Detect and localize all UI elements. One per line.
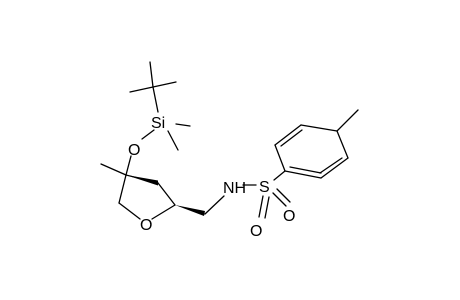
bond-ring-inner-1 (280, 129, 303, 147)
atom-si-label: Si (151, 115, 165, 132)
bond-ring-2 (274, 124, 302, 146)
atom-s-label: S (259, 179, 270, 196)
bond-tbu-si (152, 86, 159, 113)
bond-c2-c3 (157, 182, 176, 206)
tert-butyl-group (129, 61, 177, 113)
wedge-c2-ch2-stereo (175, 205, 205, 216)
bond-o-c4 (125, 155, 132, 176)
bond-s-o-down-b (264, 196, 270, 219)
atom-o-ring-label: O (140, 217, 152, 234)
bond-si-methyl-down (167, 130, 179, 151)
bond-ring-1 (274, 144, 286, 172)
bond-ch2-nh (204, 195, 225, 215)
bond-s-o-right-a (272, 192, 287, 207)
atom-o-sulfonyl-down-label: O (250, 223, 262, 240)
toluene-ring (274, 109, 359, 179)
bond-o1-c2 (151, 204, 176, 220)
bond-c4-c5 (118, 174, 127, 204)
wedge-c4-c3-stereo (126, 175, 158, 186)
bond-tbu-methyl-left (129, 86, 154, 93)
bond-ring-4 (336, 130, 349, 159)
bond-ring-inner-3 (289, 166, 322, 174)
bond-ring-6 (284, 170, 322, 179)
bond-si-methyl-right (175, 123, 191, 127)
atom-o-silyl-label: O (128, 142, 140, 159)
bond-ring-methyl (336, 109, 359, 132)
atom-o-sulfonyl-right-label: O (283, 208, 295, 225)
bond-s-o-right-b (276, 188, 291, 203)
bond-s-ring (273, 170, 286, 181)
bond-tbu-methyl-right (152, 81, 177, 88)
sulfonyl-group (258, 170, 291, 219)
silyl-group (125, 123, 191, 176)
bond-ring-inner-2 (319, 157, 343, 174)
bond-ring-3 (300, 124, 338, 132)
bond-ring-5 (320, 157, 349, 179)
bond-s-o-down-a (258, 195, 264, 218)
atom-nh-label: NH (223, 180, 246, 197)
bond-tbu-methyl-top (149, 61, 154, 88)
bond-si-o (141, 129, 155, 140)
bond-c5-o1 (118, 202, 141, 220)
bond-c4-methyl (100, 163, 127, 176)
oxolane-ring (100, 163, 176, 220)
